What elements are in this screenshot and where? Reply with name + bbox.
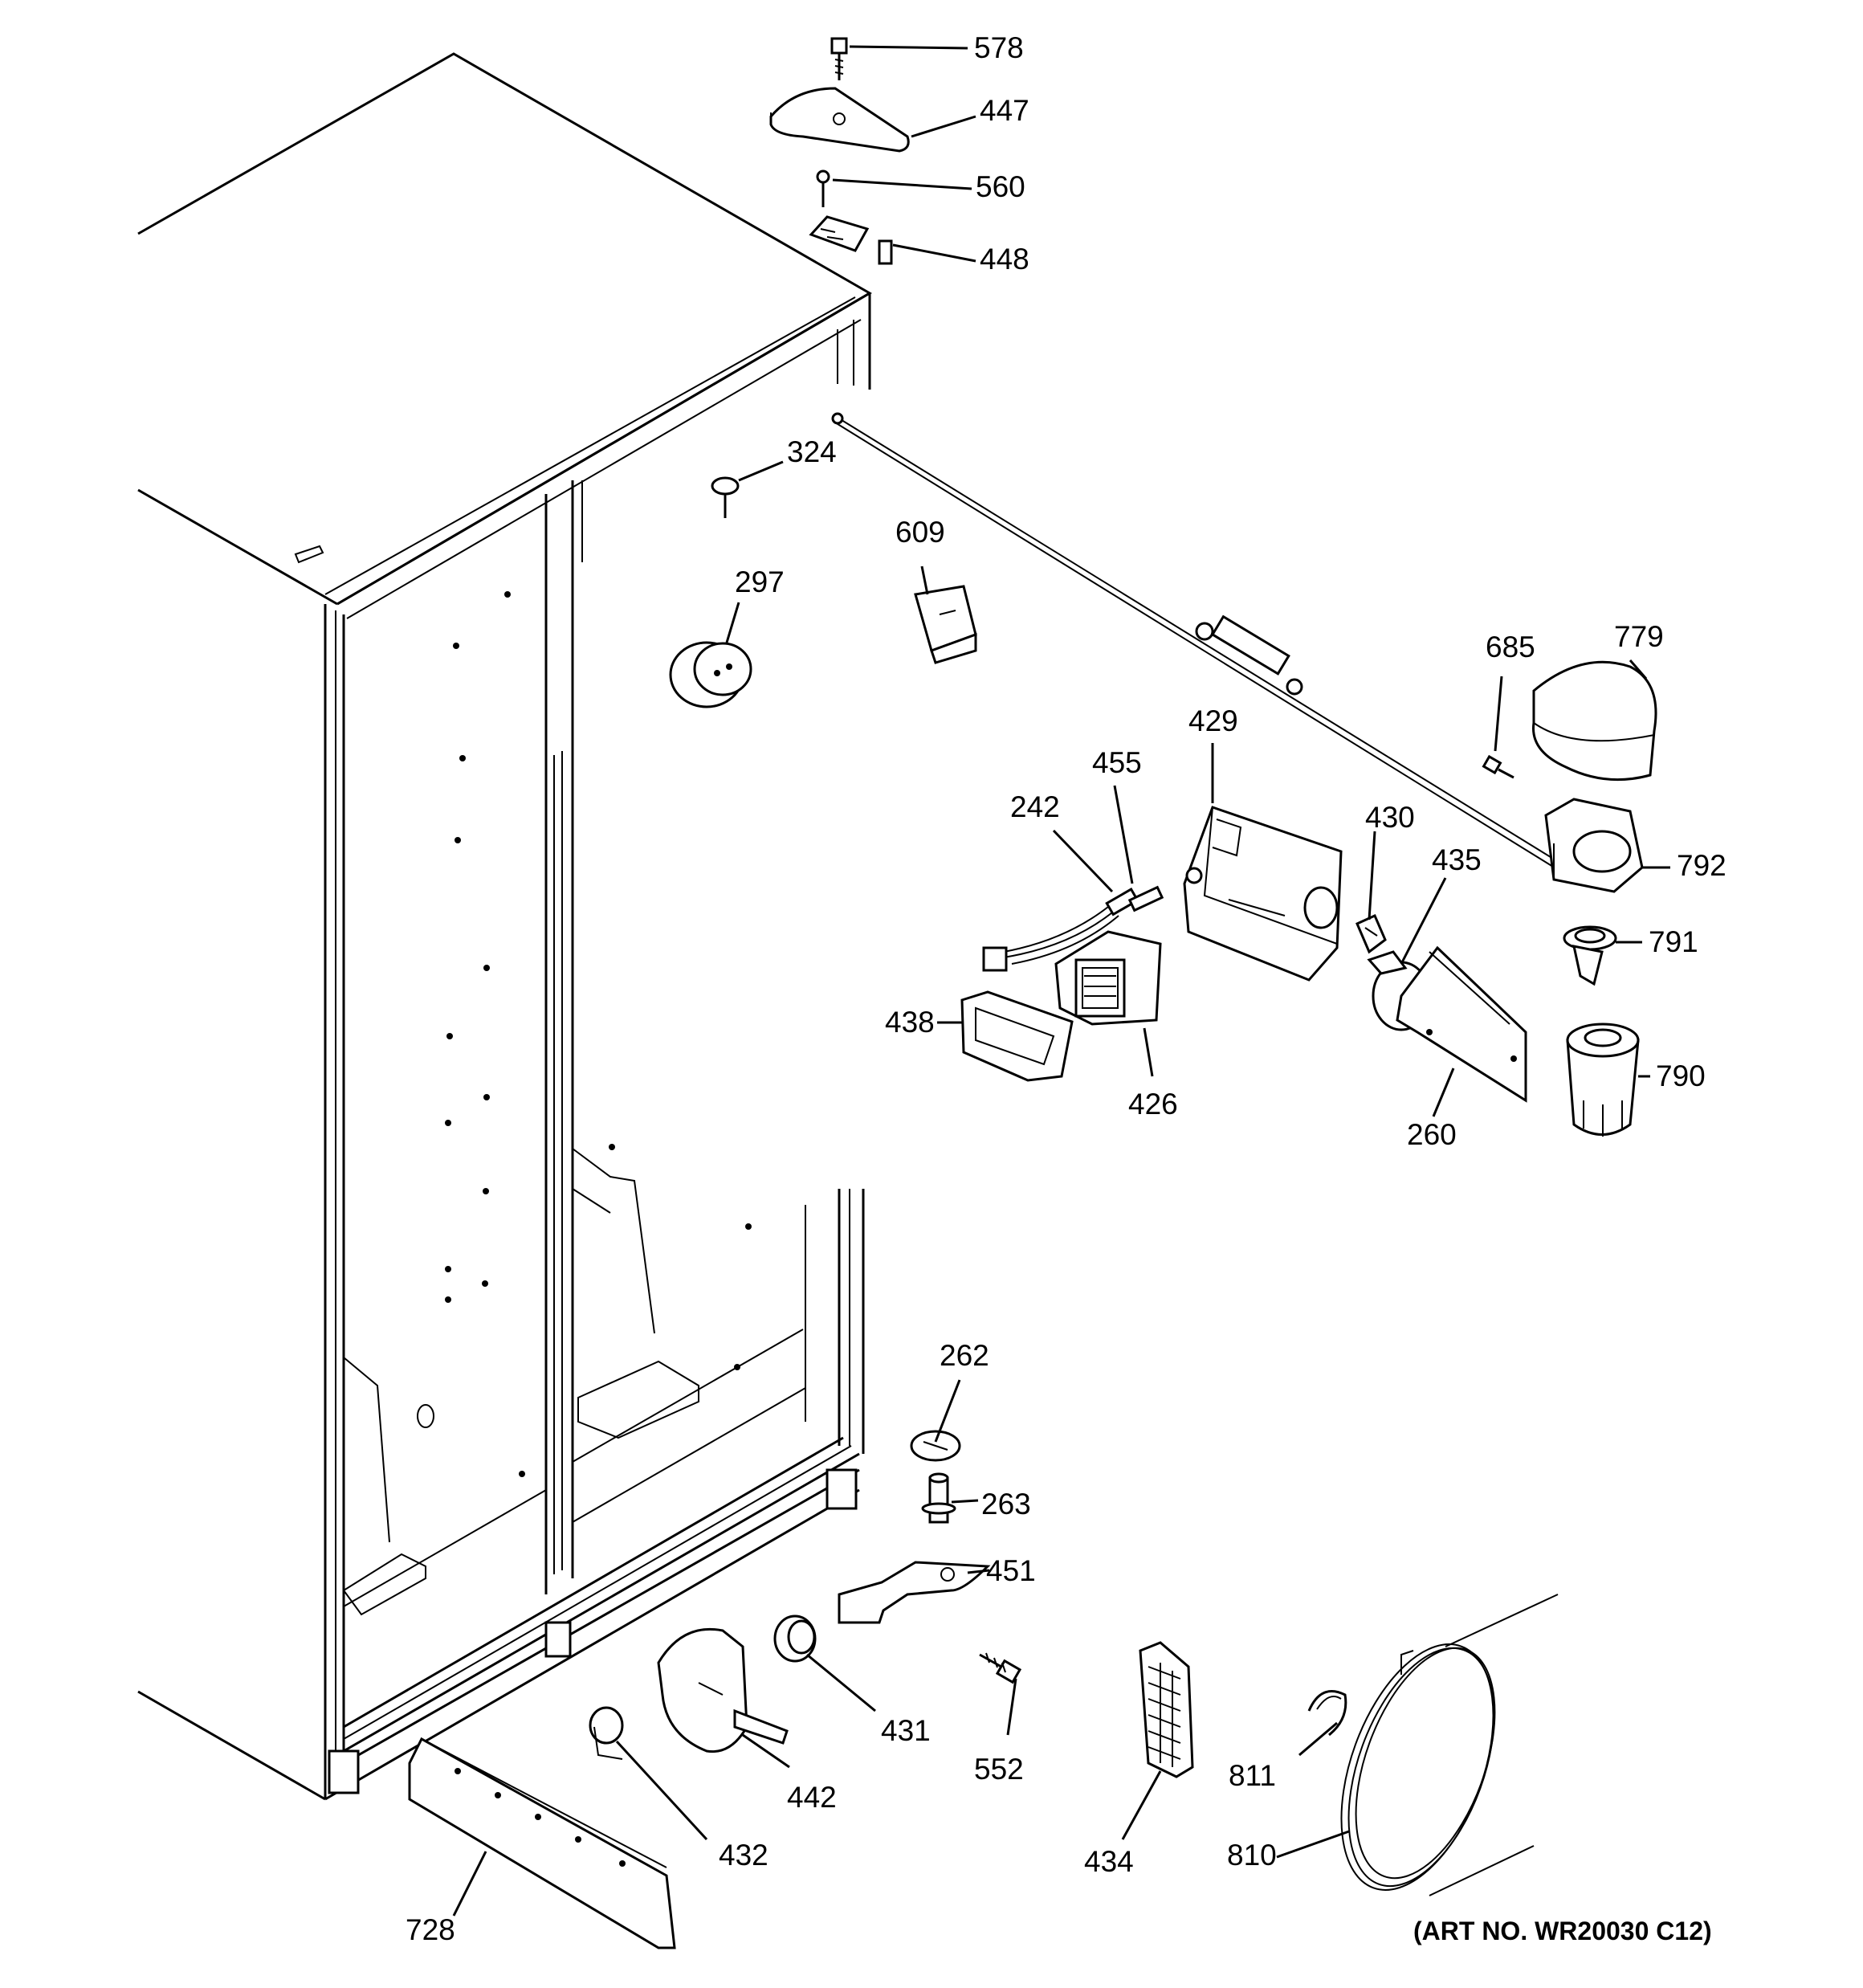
- label-242: 242: [1010, 790, 1060, 823]
- clip-811: [1307, 1690, 1347, 1737]
- cover-779: [1532, 660, 1657, 782]
- label-810: 810: [1227, 1839, 1277, 1872]
- screw-685: [1482, 754, 1514, 779]
- label-811: 811: [1229, 1759, 1276, 1792]
- label-435: 435: [1432, 843, 1482, 876]
- leader-lines: [452, 45, 1670, 1917]
- cover-260: [1396, 945, 1527, 1103]
- damper-442: [657, 1627, 789, 1753]
- cam-262: [910, 1430, 961, 1462]
- label-297: 297: [735, 565, 785, 598]
- socket-430: [1355, 914, 1387, 954]
- plug-324: [711, 476, 740, 518]
- hinge-screw-578: [830, 37, 848, 80]
- sleeve-432: [589, 1706, 624, 1760]
- label-728: 728: [406, 1913, 455, 1946]
- wire-harness-242: [982, 888, 1139, 972]
- label-260: 260: [1407, 1118, 1457, 1151]
- knob-297: [669, 641, 752, 708]
- label-262: 262: [940, 1339, 989, 1372]
- filter-head-791: [1563, 925, 1617, 986]
- label-431: 431: [881, 1714, 931, 1747]
- cabinet-body: [137, 52, 872, 1801]
- hinge-bracket-448: [809, 215, 893, 265]
- label-430: 430: [1365, 801, 1415, 834]
- label-455: 455: [1092, 746, 1142, 779]
- label-448: 448: [980, 243, 1029, 276]
- label-578: 578: [974, 31, 1024, 64]
- grille-434: [1139, 1641, 1194, 1778]
- label-434: 434: [1084, 1845, 1134, 1878]
- housing-792: [1544, 798, 1644, 893]
- kickplate-728: [408, 1737, 676, 1949]
- label-560: 560: [976, 170, 1025, 203]
- tubing-coil-810: [1340, 1594, 1559, 1896]
- label-263: 263: [981, 1488, 1031, 1521]
- art-number: (ART NO. WR20030 C12): [1413, 1917, 1712, 1945]
- tube-assembly: [831, 412, 1575, 878]
- label-552: 552: [974, 1753, 1024, 1786]
- label-447: 447: [980, 94, 1029, 127]
- gasket-438: [960, 990, 1074, 1082]
- label-324: 324: [787, 435, 837, 468]
- sensor-455: [1127, 885, 1164, 912]
- label-451: 451: [986, 1554, 1036, 1587]
- label-442: 442: [787, 1781, 837, 1814]
- filter-cartridge-790: [1566, 1023, 1640, 1137]
- label-791: 791: [1649, 925, 1698, 958]
- label-792: 792: [1677, 849, 1726, 882]
- hinge-cover-447: [769, 87, 910, 153]
- label-609: 609: [895, 516, 945, 549]
- pin-263: [921, 1472, 956, 1524]
- bracket-451: [838, 1561, 991, 1624]
- label-429: 429: [1188, 704, 1238, 737]
- label-426: 426: [1128, 1088, 1178, 1121]
- screw-552: [979, 1652, 1022, 1684]
- label-779: 779: [1614, 620, 1664, 653]
- hinge-screw-560: [816, 169, 830, 207]
- label-685: 685: [1486, 631, 1535, 663]
- label-790: 790: [1656, 1059, 1706, 1092]
- label-432: 432: [719, 1839, 768, 1872]
- switch-426: [1054, 930, 1162, 1026]
- label-438: 438: [885, 1006, 935, 1039]
- module-609: [914, 585, 977, 664]
- control-box-429: [1183, 806, 1343, 982]
- part-labels: 578 447 560 448 324 609 297 685 779 429 …: [406, 31, 1726, 1946]
- bushing-431: [773, 1614, 817, 1663]
